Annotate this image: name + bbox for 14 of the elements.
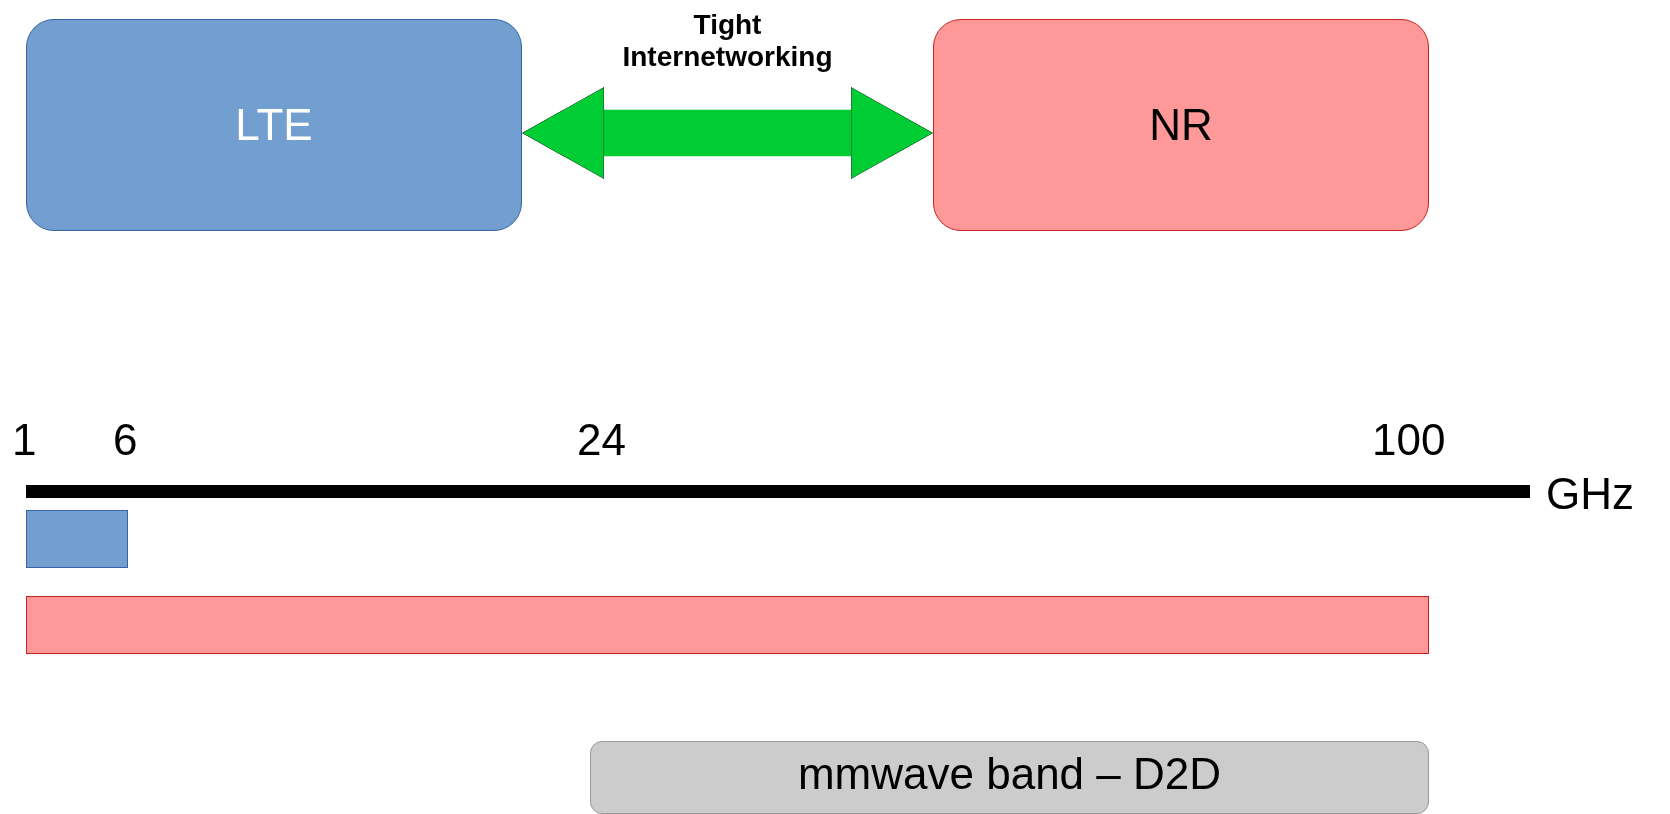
- frequency-bar: [26, 510, 128, 568]
- box-label: NR: [1149, 100, 1213, 150]
- tick-label: 100: [1372, 418, 1446, 462]
- unit-label: GHz: [1546, 472, 1634, 516]
- box-label: LTE: [235, 100, 313, 150]
- edge-label: Tight Internetworking: [621, 9, 834, 74]
- tick-label: 1: [12, 418, 37, 462]
- band-box: [590, 741, 1429, 814]
- nr-box: [933, 19, 1429, 231]
- frequency-bar: [26, 596, 1429, 654]
- tick-label: 24: [577, 418, 626, 462]
- lte-box: [26, 19, 522, 231]
- tick-label: 6: [113, 418, 138, 462]
- box-label: mmwave band – D2D: [797, 750, 1222, 799]
